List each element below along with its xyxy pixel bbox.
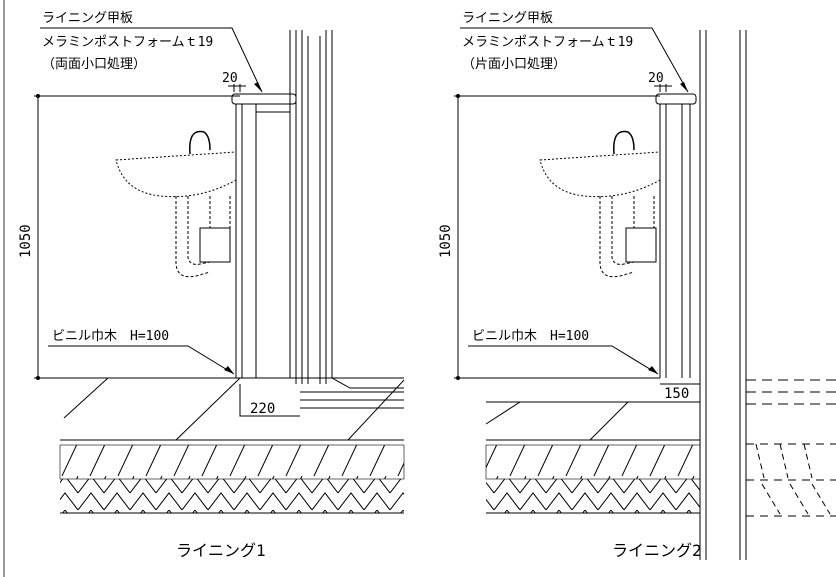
note-title: ライニング甲板 [462,11,553,26]
note-edge: （両面小口処理） [42,57,146,72]
dim-depth: 220 [250,401,275,417]
dim-height: 1050 [18,224,34,258]
note-material: メラミンポストフォームｔ19 [42,35,213,50]
leader-note [40,27,263,93]
dim-depth: 150 [664,386,689,402]
baseboard-note: ビニル巾木 H=100 [472,329,589,344]
note-title: ライニング甲板 [42,11,133,26]
baseboard-note: ビニル巾木 H=100 [52,329,169,344]
auto-flush-box [625,227,657,263]
note-material: メラミンポストフォームｔ19 [462,35,633,50]
countertop [231,93,297,105]
sink-icon [115,151,237,198]
caption: ライニング2 [612,541,702,560]
dim-top: 20 [648,71,664,86]
drawing-lining-2: ライニング甲板 メラミンポストフォームｔ19 （片面小口処理） 20 1050 … [438,11,836,560]
faucet-icon [613,130,635,155]
drawing-lining-1: ライニング甲板 メラミンポストフォームｔ19 （両面小口処理） 20 1050 … [18,11,405,560]
dim-height: 1050 [438,224,454,258]
sink-icon [539,151,661,198]
dim-top: 20 [222,71,238,86]
note-edge: （片面小口処理） [462,57,566,72]
caption: ライニング1 [176,541,266,560]
auto-flush-box [199,227,231,263]
faucet-icon [189,130,211,155]
countertop [655,93,697,105]
